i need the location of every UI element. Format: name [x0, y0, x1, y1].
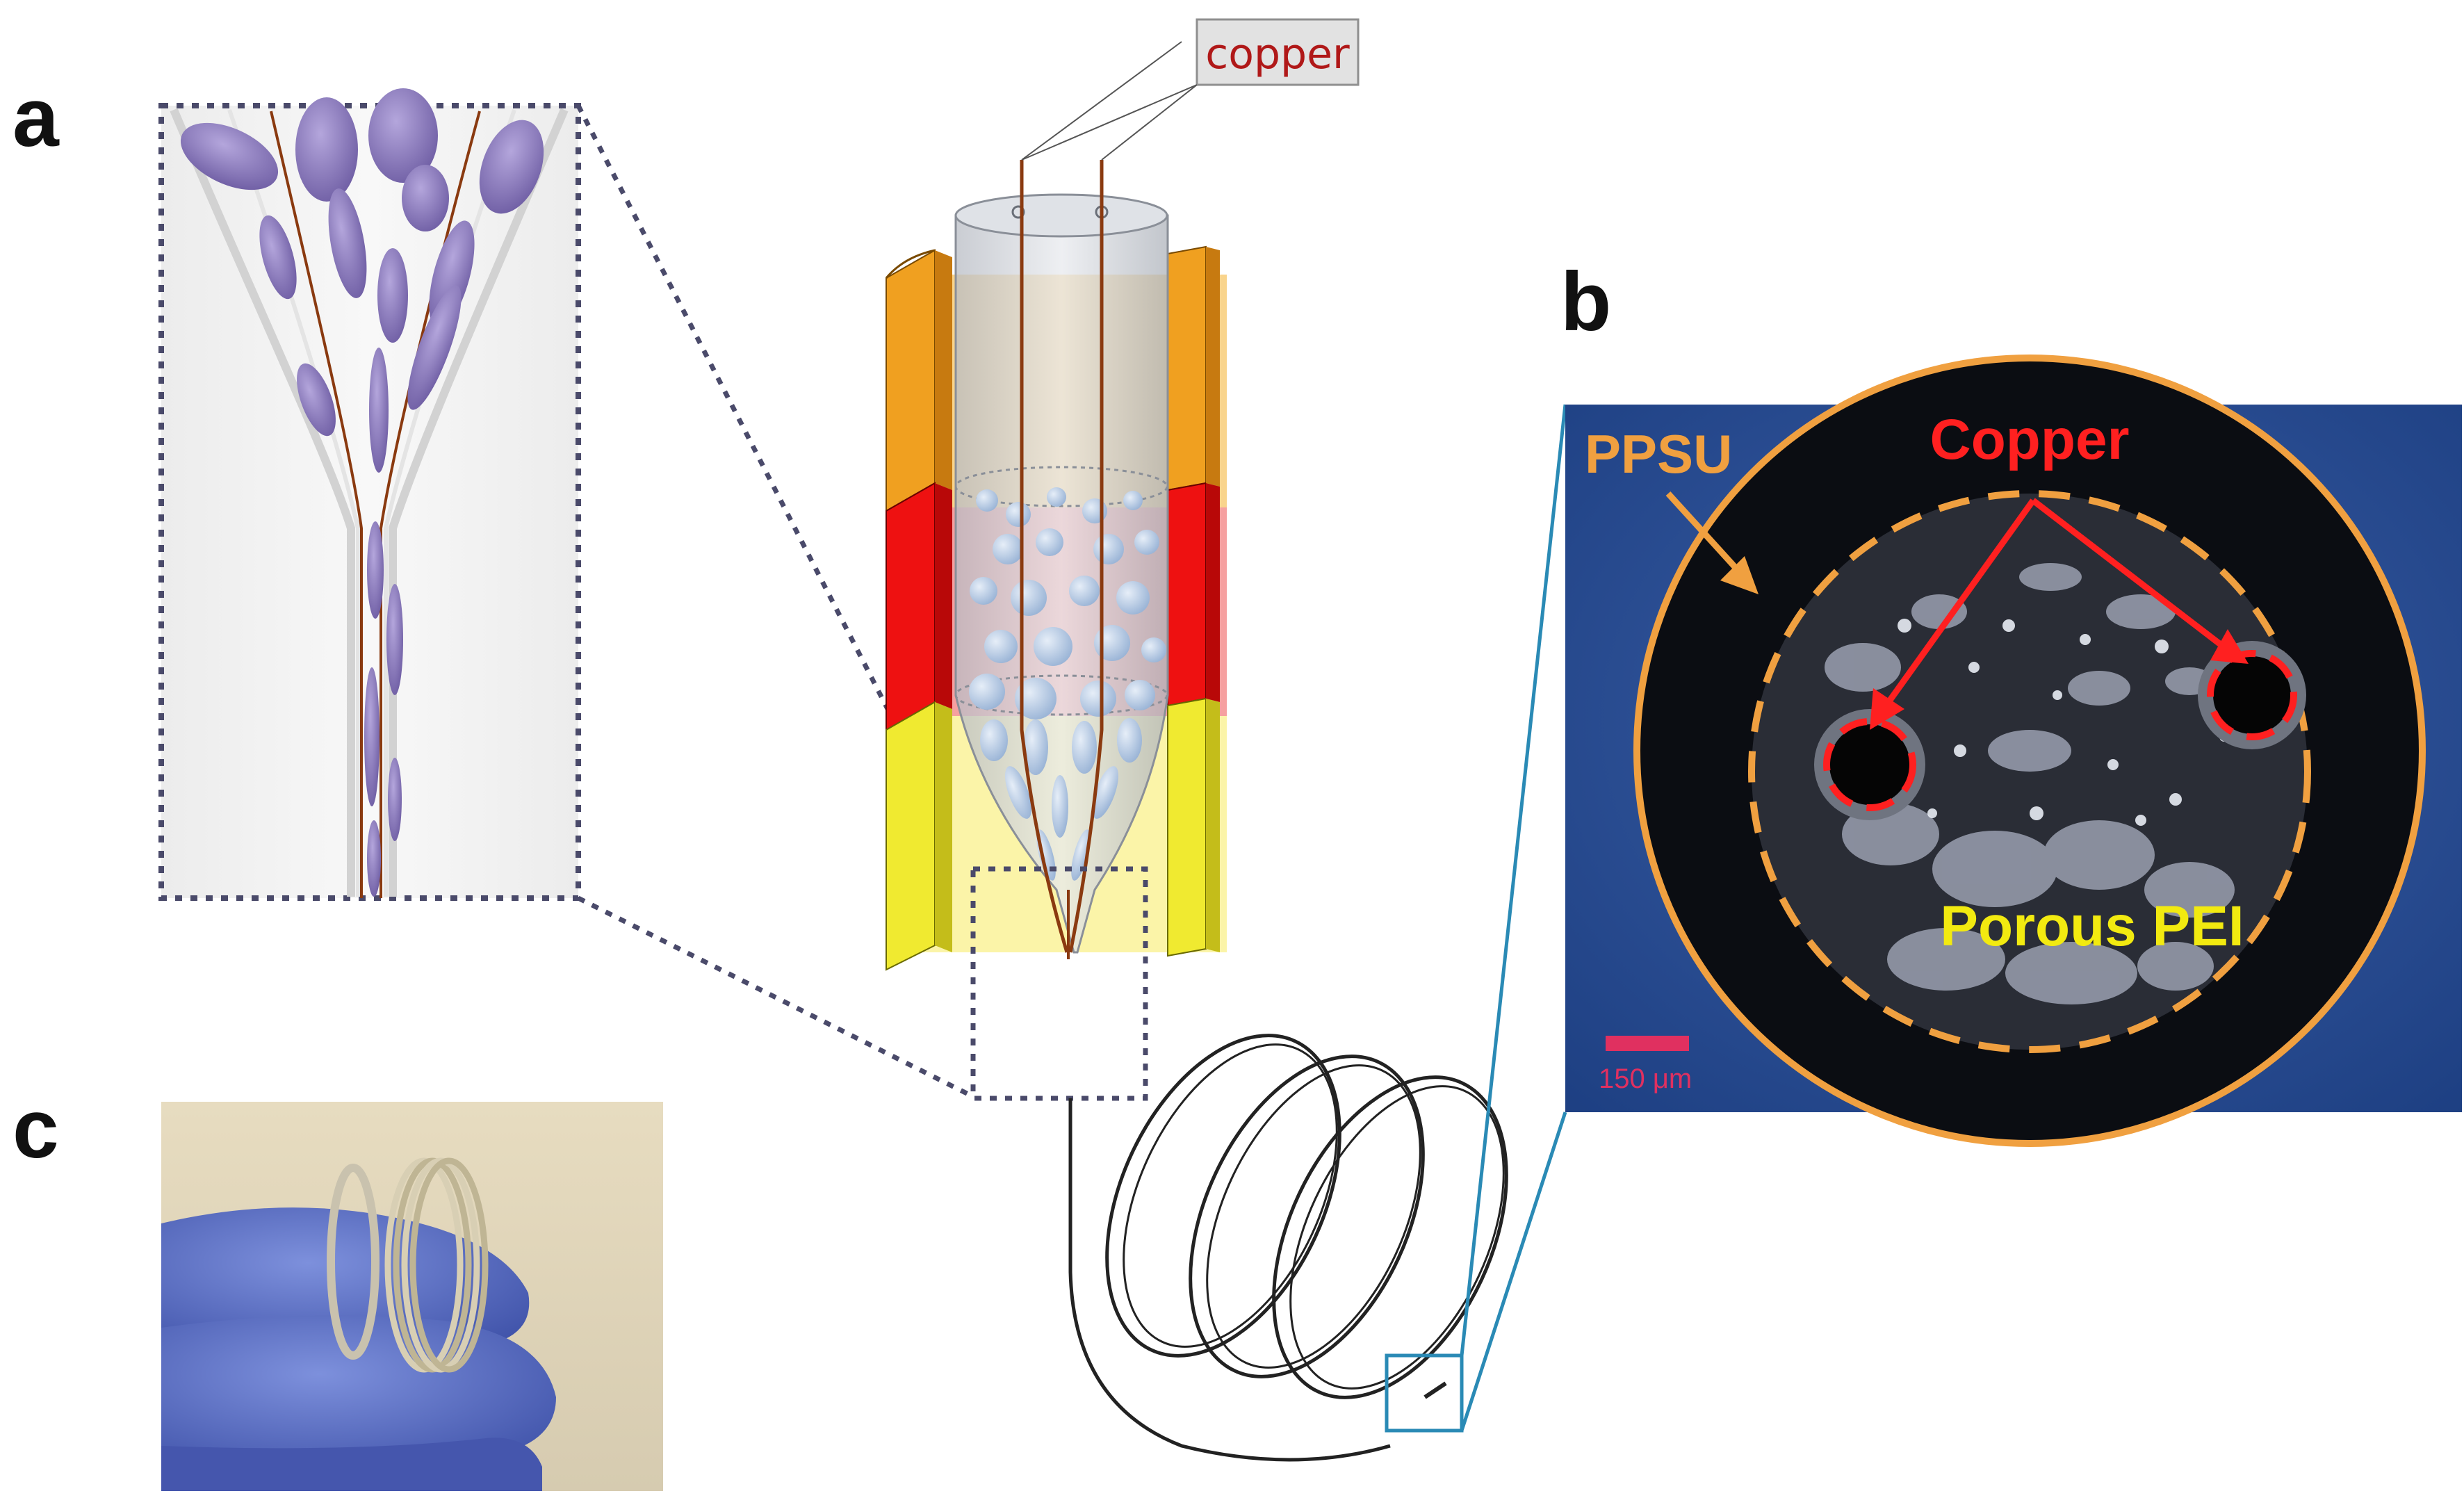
copper-callout: copper: [1021, 18, 1360, 161]
glass-reservoir: [954, 160, 1169, 959]
mold-wall-left: [886, 249, 952, 971]
label-porous-pei: Porous PEI: [1940, 895, 2244, 958]
copper-wire-cross-section-left: [1814, 709, 1925, 820]
scale-bar: [1606, 1036, 1689, 1051]
zoom-line-bottom: [1460, 1112, 1567, 1431]
nozzle-zoom-box: [970, 866, 1148, 1101]
droplet-icon: [180, 88, 544, 897]
panel-letter-a: a: [13, 71, 60, 164]
label-ppsu: PPSU: [1585, 423, 1732, 485]
ring-coiled: [384, 1157, 489, 1373]
zoom-connector-top: [576, 104, 972, 870]
label-copper: Copper: [1930, 408, 2130, 471]
droplet-icon: [969, 487, 1166, 881]
coil-end-zoom-box: [1385, 1353, 1464, 1433]
copper-wire-cross-section-right: [2198, 641, 2306, 749]
copper-fiber-left: [1020, 160, 1069, 953]
copper-fiber-right: [1068, 160, 1104, 953]
zoom-inset: [158, 88, 581, 901]
ppsu-outer-ring: [1633, 355, 2426, 1147]
zoom-connector-bottom: [577, 895, 971, 1098]
zoom-line-top: [1460, 404, 1567, 1356]
mold-wall-right: [1167, 245, 1220, 957]
copper-wire-left: [270, 111, 363, 898]
copper-callout-label: copper: [1205, 30, 1350, 79]
glove-photo: [161, 1102, 663, 1491]
cross-section-micrograph: PPSU Copper Porous PEI 150 μm: [1565, 355, 2462, 1147]
pei-boundary: [1748, 490, 2311, 1053]
panel-letter-c: c: [13, 1082, 59, 1175]
ring-thin: [327, 1164, 380, 1360]
coil-icon: [1068, 1034, 1508, 1462]
scale-bar-label: 150 μm: [1599, 1064, 1692, 1094]
panel-letter-b: b: [1560, 255, 1611, 348]
copper-arrows: [1870, 498, 2249, 730]
ppsu-arrow: [1665, 491, 1759, 594]
spinneret-mold: [885, 160, 1227, 1101]
